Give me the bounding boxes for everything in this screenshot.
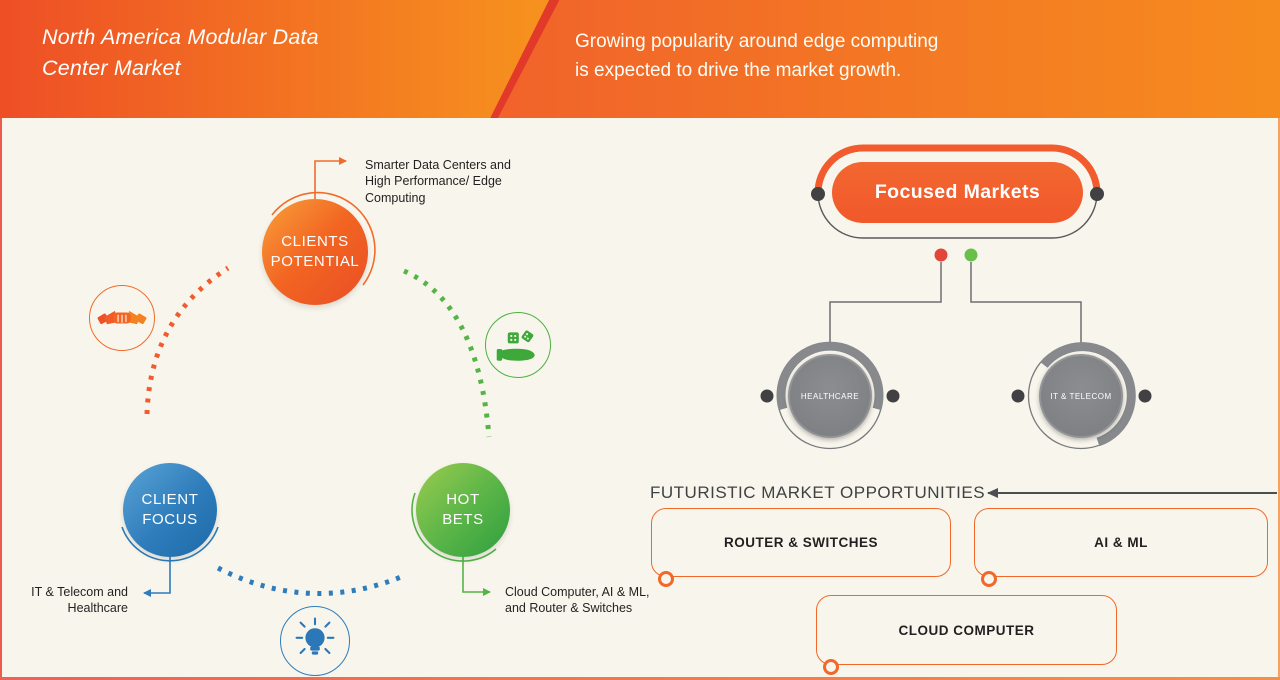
- clients-potential-annotation: Smarter Data Centers and High Performanc…: [365, 158, 511, 205]
- client-focus-circle: CLIENT FOCUS: [123, 463, 217, 557]
- header-banner: North America Modular Data Center Market…: [0, 0, 1280, 118]
- clients-potential-circle: CLIENTS POTENTIAL: [262, 199, 368, 305]
- frame-bottom-edge: [0, 677, 1280, 680]
- wire-to-it-telecom: [970, 262, 1082, 343]
- blue-dotted-arc: [216, 565, 402, 596]
- header-diagonal-panel: [496, 0, 1280, 118]
- focused-markets-pill: Focused Markets: [832, 162, 1083, 223]
- dice-hand-icon: [485, 312, 551, 378]
- opportunities-heading: FUTURISTIC MARKET OPPORTUNITIES: [650, 483, 986, 502]
- green-dotted-arc: [403, 268, 492, 438]
- lightbulb-icon: [280, 606, 350, 676]
- page-title: North America Modular Data Center Market: [42, 25, 319, 81]
- opportunity-label: ROUTER & SWITCHES: [723, 535, 878, 550]
- opportunity-box-ai-ml: AI & ML: [974, 508, 1268, 587]
- hot-bets-circle: HOT BETS: [416, 463, 510, 557]
- client-focus-connector: [143, 557, 171, 597]
- it-telecom-left-dot: [1011, 389, 1025, 403]
- hot-bets-annotation: Cloud Computer, AI & ML, and Router & Sw…: [505, 585, 650, 616]
- healthcare-right-dot: [886, 389, 900, 403]
- handshake-icon: [89, 285, 155, 351]
- healthcare-left-dot: [760, 389, 774, 403]
- pill-left-dot: [811, 187, 825, 201]
- frame-left-edge: [0, 118, 2, 678]
- opportunity-label: AI & ML: [1094, 535, 1148, 550]
- frame-right-edge: [1278, 118, 1280, 678]
- pill-right-dot: [1090, 187, 1104, 201]
- corner-ring-icon: [658, 571, 674, 587]
- branch-green-dot: [964, 248, 978, 262]
- orange-dotted-arc: [144, 265, 230, 415]
- hot-bets-connector: [462, 557, 491, 596]
- corner-ring-icon: [981, 571, 997, 587]
- opportunity-label: CLOUD COMPUTER: [898, 622, 1035, 638]
- page-subtitle: Growing popularity around edge computing…: [575, 31, 939, 81]
- opportunity-box-router-switches: ROUTER & SWITCHES: [651, 508, 951, 587]
- market-circle-healthcare: HEALTHCARE: [788, 354, 872, 438]
- client-focus-annotation: IT & Telecom and Healthcare: [31, 585, 128, 616]
- opportunity-box-cloud-computer: CLOUD COMPUTER: [816, 595, 1117, 675]
- it-telecom-right-dot: [1138, 389, 1152, 403]
- branch-red-dot: [934, 248, 948, 262]
- wire-to-healthcare: [829, 262, 942, 343]
- clients-potential-connector: [314, 157, 347, 200]
- market-circle-it-telecom: IT & TELECOM: [1039, 354, 1123, 438]
- corner-ring-icon: [823, 659, 839, 675]
